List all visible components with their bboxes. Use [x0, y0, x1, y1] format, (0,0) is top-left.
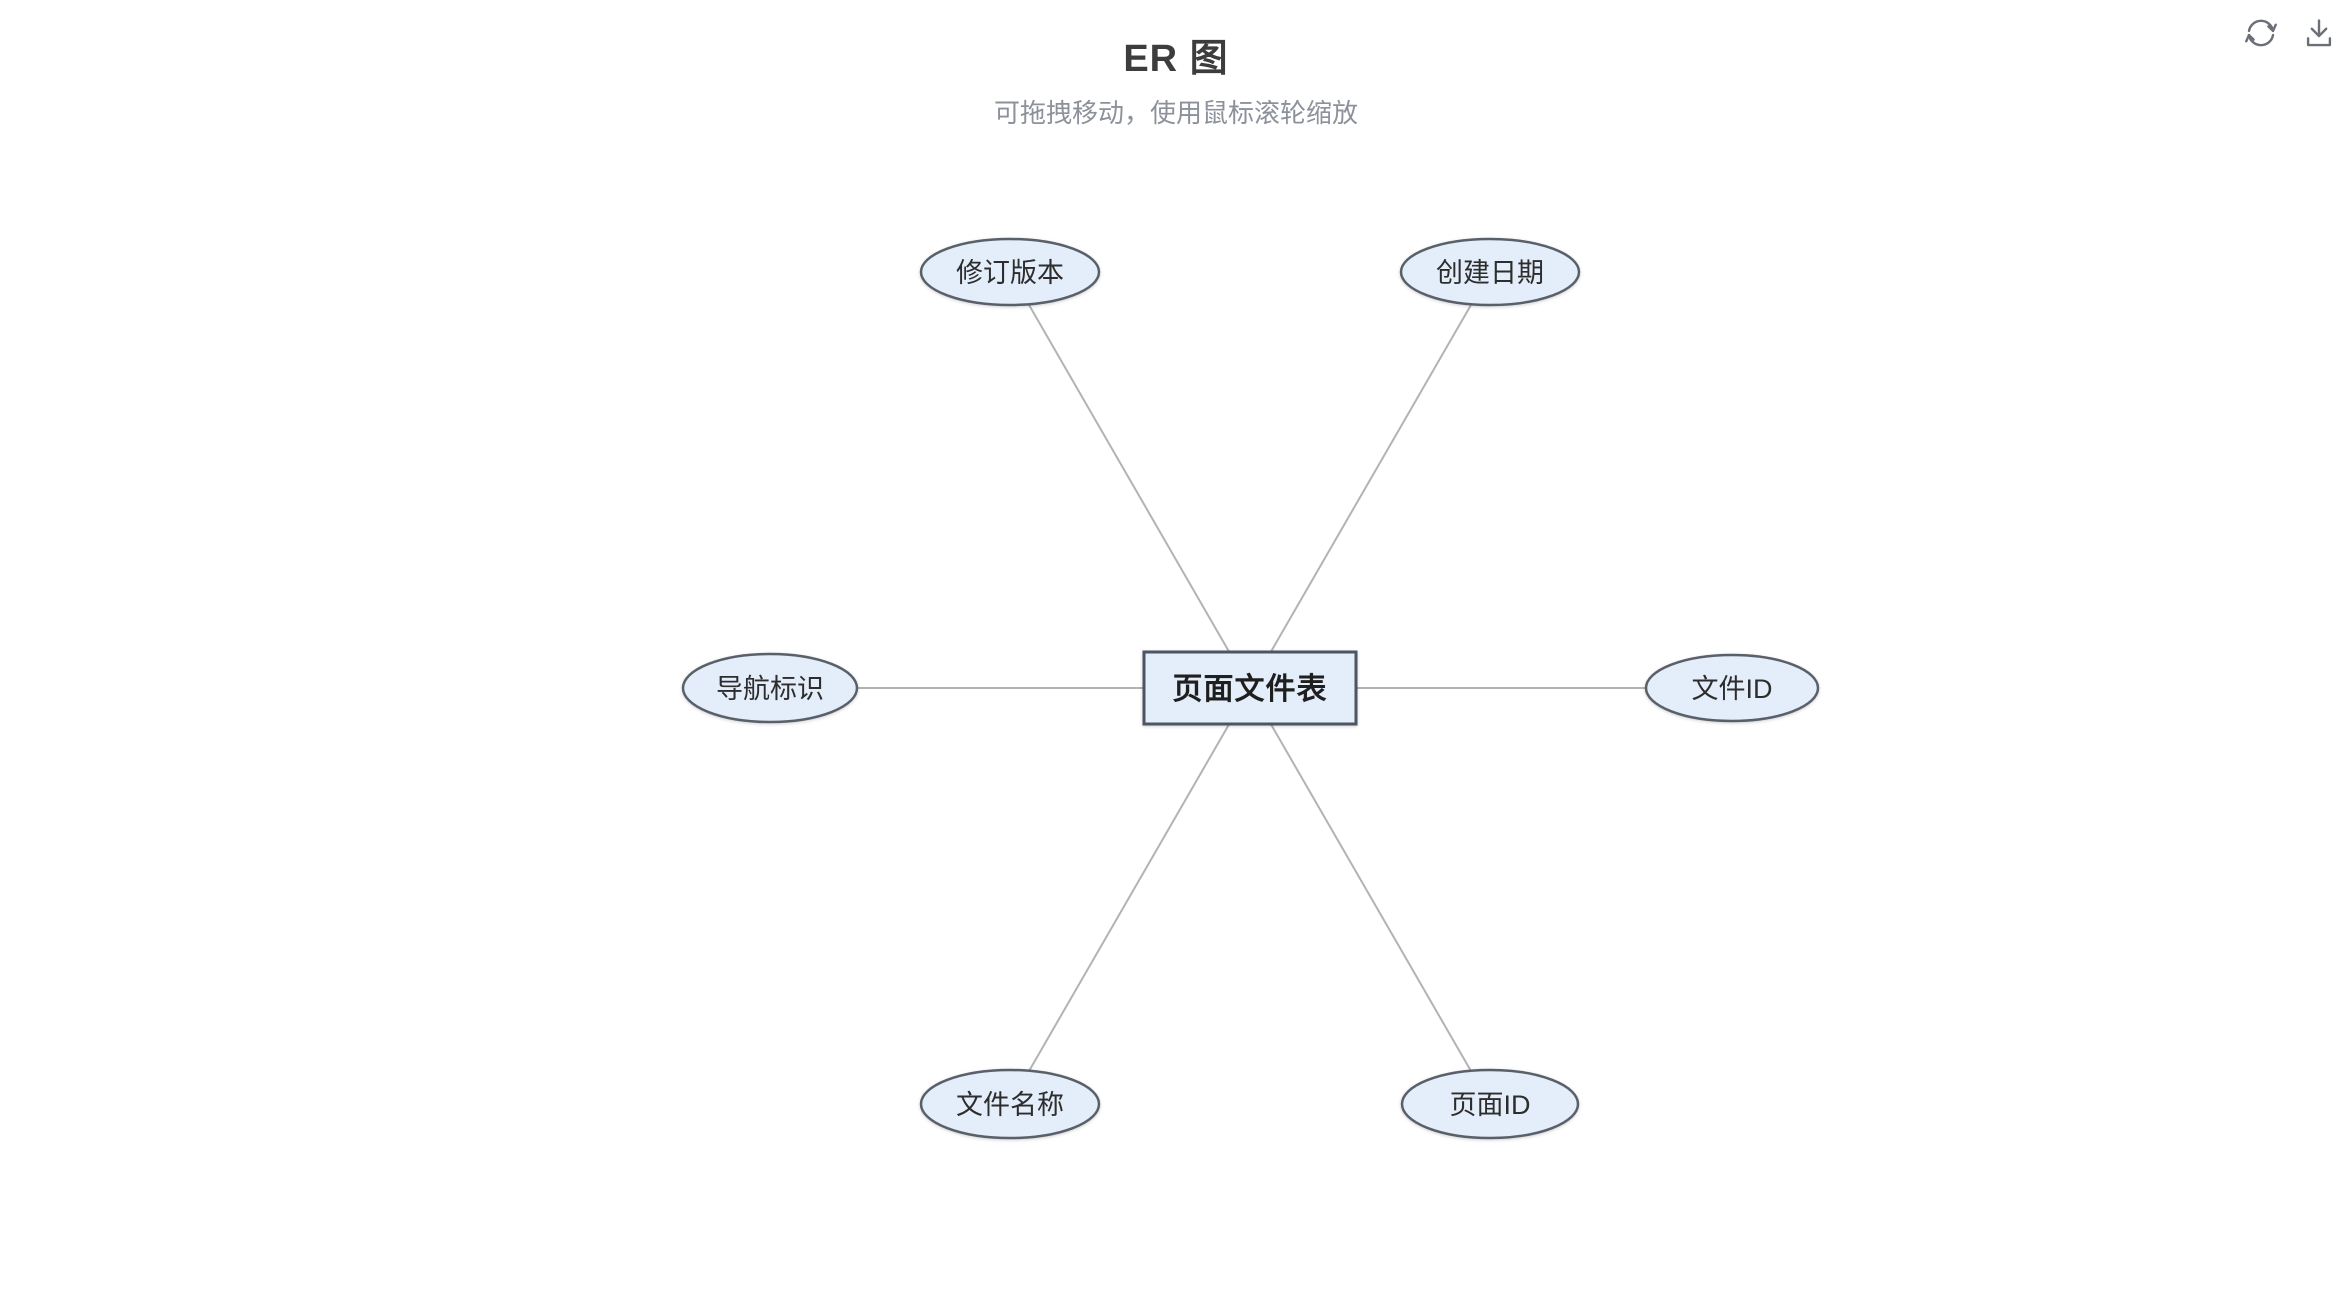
attribute-label: 修订版本 [956, 258, 1064, 288]
toolbar [2240, 12, 2340, 54]
attribute-label: 页面ID [1450, 1090, 1531, 1120]
ellipse-shape [919, 237, 1101, 307]
attribute-label: 文件名称 [956, 1090, 1064, 1120]
attribute-node-file-name[interactable]: 文件名称 [919, 1068, 1101, 1140]
ellipse-shape [681, 652, 859, 724]
ellipse-shape [1400, 1068, 1580, 1140]
download-icon [2306, 19, 2332, 47]
attribute-node-file-id[interactable]: 文件ID [1644, 653, 1820, 723]
attribute-node-revision-version[interactable]: 修订版本 [919, 237, 1101, 307]
entity-label: 页面文件表 [1173, 672, 1328, 706]
edge-create-date [1249, 271, 1491, 689]
ellipse-shape [1399, 237, 1581, 307]
refresh-button[interactable] [2240, 12, 2282, 54]
refresh-icon [2245, 19, 2277, 47]
edge-page-id [1249, 687, 1491, 1105]
attribute-label: 导航标识 [716, 674, 824, 704]
ellipse-shape [1644, 653, 1820, 723]
attribute-node-page-id[interactable]: 页面ID [1400, 1068, 1580, 1140]
ellipse-shape [919, 1068, 1101, 1140]
attribute-node-nav-id[interactable]: 导航标识 [681, 652, 859, 724]
attribute-label: 创建日期 [1436, 258, 1544, 288]
attribute-node-create-date[interactable]: 创建日期 [1399, 237, 1581, 307]
rect-shape [1142, 650, 1358, 726]
entity-node-page-file-table[interactable]: 页面文件表 [1142, 650, 1358, 726]
download-button[interactable] [2298, 12, 2340, 54]
edge-file-name [1009, 687, 1251, 1105]
edge-revision [1009, 271, 1251, 689]
attribute-label: 文件ID [1692, 674, 1773, 704]
